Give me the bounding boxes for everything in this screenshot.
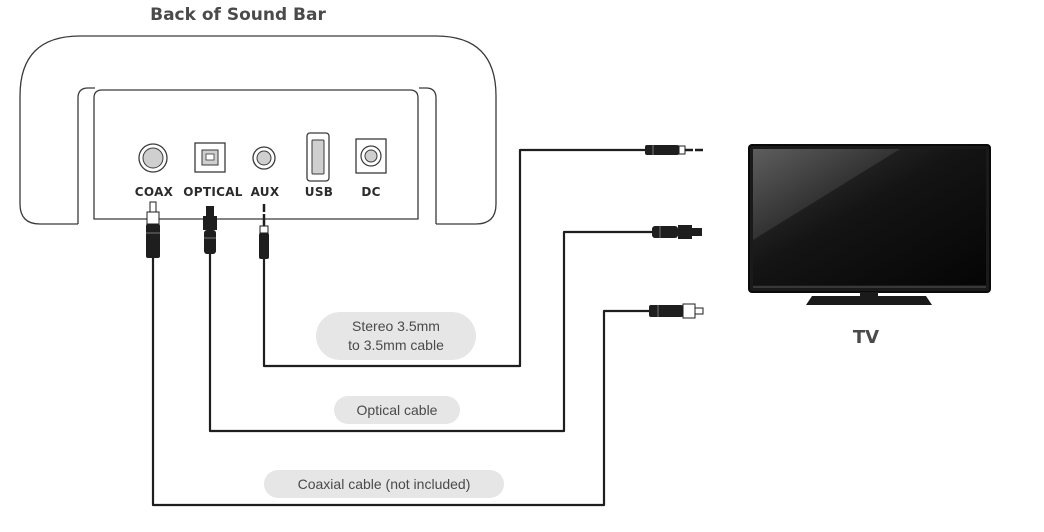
stereo-cable-label-line2: to 3.5mm cable bbox=[348, 337, 444, 353]
aux-plug-soundbar bbox=[259, 204, 269, 259]
tv-illustration bbox=[748, 144, 991, 305]
optical-plug-soundbar bbox=[203, 206, 217, 254]
coaxial-cable-line bbox=[151, 258, 651, 507]
port-label-dc: DC bbox=[361, 185, 380, 199]
optical-plug-tv bbox=[652, 225, 702, 239]
optical-cable-line bbox=[208, 230, 654, 433]
coax-plug-soundbar bbox=[146, 201, 160, 258]
port-label-optical: OPTICAL bbox=[183, 185, 243, 199]
optical-cable-label-text: Optical cable bbox=[357, 402, 438, 418]
coaxial-cable-label: Coaxial cable (not included) bbox=[264, 470, 504, 498]
coaxial-cable-label-text: Coaxial cable (not included) bbox=[298, 476, 471, 492]
aux-port bbox=[252, 146, 276, 170]
coax-port bbox=[138, 143, 168, 173]
tv-stand-base bbox=[806, 296, 932, 305]
usb-port bbox=[306, 132, 330, 182]
soundbar-title: Back of Sound Bar bbox=[150, 5, 326, 25]
optical-port bbox=[194, 142, 226, 173]
stereo-cable-label: Stereo 3.5mm to 3.5mm cable bbox=[316, 312, 476, 360]
port-label-usb: USB bbox=[305, 185, 333, 199]
optical-cable-label: Optical cable bbox=[334, 396, 460, 424]
dc-port bbox=[355, 138, 387, 174]
tv-stand-neck bbox=[860, 292, 878, 299]
soundbar-body bbox=[19, 35, 497, 225]
stereo-cable-label-line1: Stereo 3.5mm bbox=[352, 318, 440, 334]
tv-label: TV bbox=[853, 327, 879, 348]
coax-plug-tv bbox=[649, 303, 704, 319]
port-label-aux: AUX bbox=[251, 185, 280, 199]
stereo-cable-line bbox=[262, 148, 648, 368]
aux-plug-tv bbox=[645, 145, 703, 155]
port-label-coax: COAX bbox=[135, 185, 174, 199]
